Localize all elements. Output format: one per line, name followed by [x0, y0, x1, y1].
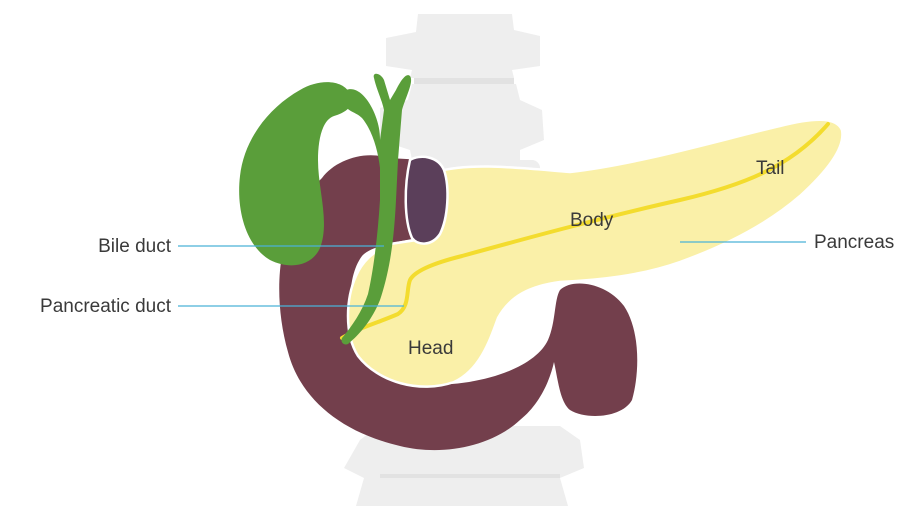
label-tail: Tail	[756, 158, 785, 179]
label-pancreatic-duct: Pancreatic duct	[40, 296, 172, 317]
label-pancreas: Pancreas	[814, 232, 894, 253]
label-bile-duct: Bile duct	[98, 236, 172, 257]
duodenum-opening	[406, 157, 448, 244]
label-body: Body	[570, 210, 614, 231]
label-head: Head	[408, 338, 453, 359]
vertebra-1	[386, 14, 540, 78]
